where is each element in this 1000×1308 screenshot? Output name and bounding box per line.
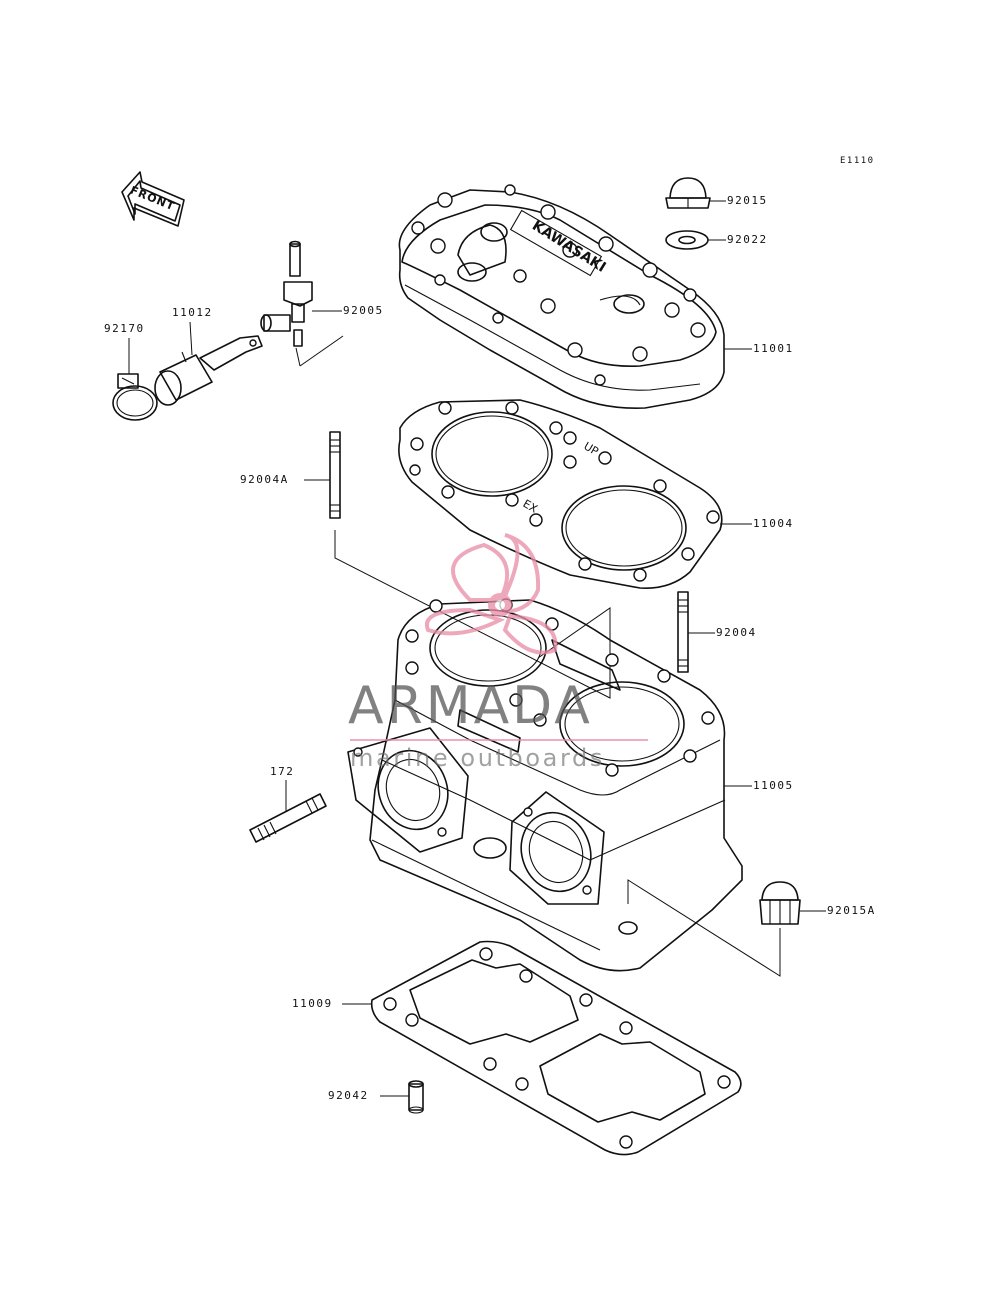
part-label-92004A[interactable]: 92004A	[240, 473, 289, 486]
part-label-92042[interactable]: 92042	[328, 1089, 369, 1102]
front-arrow-icon	[121, 171, 185, 227]
part-label-92015[interactable]: 92015	[727, 194, 768, 207]
head-gasket-11004[interactable]	[398, 399, 723, 589]
gasket-up-mark: UP	[581, 440, 601, 459]
stud-92004A[interactable]	[329, 431, 341, 519]
part-label-92022[interactable]: 92022	[727, 233, 768, 246]
part-label-11009[interactable]: 11009	[292, 997, 333, 1010]
part-label-172[interactable]: 172	[270, 765, 295, 778]
armada-logo-icon	[424, 533, 558, 655]
washer-92022[interactable]	[665, 230, 709, 250]
part-label-11004[interactable]: 11004	[753, 517, 794, 530]
watermark-brand: ARMADA	[348, 676, 593, 736]
cap-nut-92015A[interactable]	[759, 881, 801, 925]
part-label-92015A[interactable]: 92015A	[827, 904, 876, 917]
stud-92004[interactable]	[677, 591, 689, 673]
watermark-divider	[350, 739, 648, 741]
cylinder-head-11001[interactable]	[398, 184, 725, 409]
part-label-11001[interactable]: 11001	[753, 342, 794, 355]
part-label-11005[interactable]: 11005	[753, 779, 794, 792]
cap-nut-92015[interactable]	[665, 177, 711, 209]
diagram-code: E1110	[840, 156, 875, 166]
pipe-11012[interactable]	[154, 335, 263, 406]
watermark-tagline: marine outboards	[350, 744, 605, 772]
part-label-92005[interactable]: 92005	[343, 304, 384, 317]
part-label-11012[interactable]: 11012	[172, 306, 213, 319]
cylinder-block-11005[interactable]	[347, 598, 743, 972]
gasket-ex-mark: EX	[521, 497, 540, 516]
stud-172[interactable]	[249, 793, 327, 843]
clamp-92170[interactable]	[112, 373, 158, 421]
part-label-92170[interactable]: 92170	[104, 322, 145, 335]
part-label-92004[interactable]: 92004	[716, 626, 757, 639]
fitting-92005[interactable]	[260, 240, 313, 347]
dowel-pin-92042[interactable]	[408, 1080, 424, 1114]
base-gasket-11009[interactable]	[370, 940, 742, 1156]
